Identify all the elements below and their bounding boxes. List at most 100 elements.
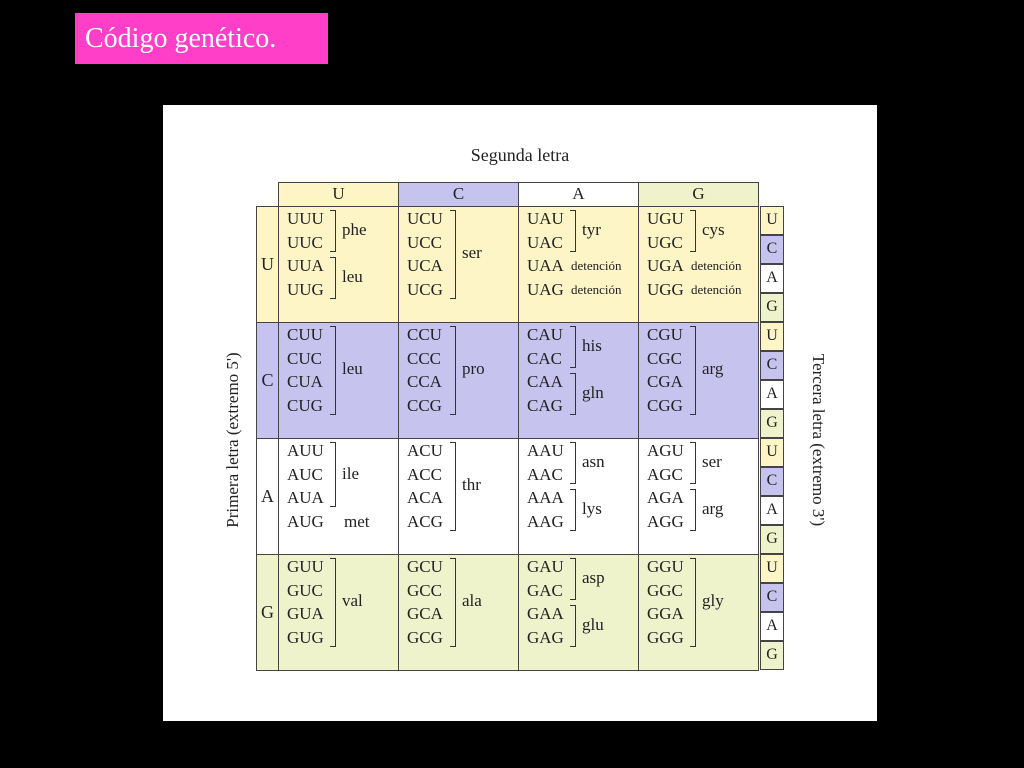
amino-acid-label: met bbox=[344, 511, 370, 531]
codon-ugc: UGC bbox=[647, 232, 683, 252]
codon-agu: AGU bbox=[647, 441, 684, 460]
codon-aac: AAC bbox=[527, 464, 563, 484]
codon-cgg: CGG bbox=[647, 395, 683, 415]
codon-ccg: CCG bbox=[407, 395, 442, 415]
amino-acid-label: his bbox=[582, 335, 602, 355]
codon-guu: GUU bbox=[287, 557, 324, 576]
codon-block-ag bbox=[638, 438, 759, 555]
amino-acid-label: asp bbox=[582, 567, 605, 587]
codon-group-bracket bbox=[450, 558, 456, 647]
codon-block-gg bbox=[638, 554, 759, 671]
codon-block-gu bbox=[278, 554, 399, 671]
codon-agc: AGC bbox=[647, 464, 683, 484]
codon-group-bracket bbox=[330, 326, 336, 415]
codon-ggg: GGG bbox=[647, 627, 684, 647]
codon-group-bracket bbox=[570, 442, 576, 484]
second-letter-label: Segunda letra bbox=[470, 145, 570, 165]
codon-group-bracket bbox=[570, 326, 576, 368]
codon-ccu: CCU bbox=[407, 325, 442, 344]
amino-acid-label: lys bbox=[582, 498, 602, 518]
codon-gag: GAG bbox=[527, 627, 564, 647]
third-letter-c-g: G bbox=[760, 409, 784, 438]
codon-block-ug bbox=[638, 206, 759, 323]
row-label-u: U bbox=[256, 206, 279, 323]
amino-acid-label: leu bbox=[342, 266, 363, 286]
codon-cgc: CGC bbox=[647, 348, 682, 368]
codon-uac: UAC bbox=[527, 232, 563, 252]
third-letter-a-a: A bbox=[760, 496, 784, 525]
codon-block-cu bbox=[278, 322, 399, 439]
codon-caa: CAA bbox=[527, 372, 563, 391]
codon-block-uc bbox=[398, 206, 519, 323]
third-letter-u-u: U bbox=[760, 206, 784, 235]
codon-aag: AAG bbox=[527, 511, 564, 531]
codon-cca: CCA bbox=[407, 372, 442, 391]
codon-gug: GUG bbox=[287, 627, 324, 647]
third-letter-c-u: U bbox=[760, 322, 784, 351]
column-header-c: C bbox=[398, 182, 519, 207]
codon-cac: CAC bbox=[527, 348, 562, 368]
third-letter-c-c: C bbox=[760, 351, 784, 380]
codon-gca: GCA bbox=[407, 604, 443, 623]
codon-group-bracket bbox=[570, 605, 576, 647]
codon-gcg: GCG bbox=[407, 627, 443, 647]
amino-acid-label: gly bbox=[702, 591, 724, 611]
codon-aau: AAU bbox=[527, 441, 564, 460]
third-letter-g-c: C bbox=[760, 583, 784, 612]
codon-uua: UUA bbox=[287, 256, 324, 275]
codon-group-bracket bbox=[690, 442, 696, 484]
codon-uug: UUG bbox=[287, 279, 324, 299]
third-letter-a-u: U bbox=[760, 438, 784, 467]
third-letter-u-g: G bbox=[760, 293, 784, 322]
codon-ucg: UCG bbox=[407, 279, 443, 299]
codon-ccc: CCC bbox=[407, 348, 442, 368]
amino-acid-label: detención bbox=[691, 258, 742, 273]
codon-gcu: GCU bbox=[407, 557, 443, 576]
third-letter-g-g: G bbox=[760, 641, 784, 670]
amino-acid-label: arg bbox=[702, 359, 724, 379]
codon-group-bracket bbox=[330, 442, 336, 507]
amino-acid-label: ser bbox=[462, 243, 482, 263]
codon-gga: GGA bbox=[647, 604, 684, 623]
row-label-a: A bbox=[256, 438, 279, 555]
codon-uuc: UUC bbox=[287, 232, 323, 252]
codon-auu: AUU bbox=[287, 441, 324, 460]
third-letter-g-u: U bbox=[760, 554, 784, 583]
codon-group-bracket bbox=[570, 210, 576, 252]
codon-cug: CUG bbox=[287, 395, 323, 415]
codon-aca: ACA bbox=[407, 488, 443, 507]
third-letter-u-c: C bbox=[760, 235, 784, 264]
third-letter-label: Tercera letra (extremo 3') bbox=[809, 353, 828, 527]
codon-group-bracket bbox=[450, 326, 456, 415]
codon-acg: ACG bbox=[407, 511, 443, 531]
codon-aaa: AAA bbox=[527, 488, 564, 507]
amino-acid-label: ala bbox=[462, 591, 482, 611]
codon-group-bracket bbox=[690, 210, 696, 252]
codon-group-bracket bbox=[570, 373, 576, 415]
codon-uaa: UAA bbox=[527, 256, 564, 275]
amino-acid-label: gln bbox=[582, 382, 604, 402]
codon-group-bracket bbox=[570, 489, 576, 531]
codon-auc: AUC bbox=[287, 464, 323, 484]
codon-group-bracket bbox=[330, 210, 336, 252]
first-letter-label: Primera letra (extremo 5') bbox=[223, 352, 242, 528]
third-letter-g-a: A bbox=[760, 612, 784, 641]
codon-group-bracket bbox=[690, 558, 696, 647]
third-letter-u-a: A bbox=[760, 264, 784, 293]
amino-acid-label: pro bbox=[462, 359, 485, 379]
codon-block-uu bbox=[278, 206, 399, 323]
codon-ggu: GGU bbox=[647, 557, 684, 576]
codon-gac: GAC bbox=[527, 580, 563, 600]
amino-acid-label: arg bbox=[702, 498, 724, 518]
codon-uag: UAG bbox=[527, 279, 564, 299]
codon-aug: AUG bbox=[287, 511, 324, 531]
row-label-c: C bbox=[256, 322, 279, 439]
codon-block-au bbox=[278, 438, 399, 555]
codon-cuu: CUU bbox=[287, 325, 323, 344]
third-letter-a-c: C bbox=[760, 467, 784, 496]
codon-group-bracket bbox=[690, 489, 696, 531]
amino-acid-label: ser bbox=[702, 451, 722, 471]
third-letter-a-g: G bbox=[760, 525, 784, 554]
codon-acu: ACU bbox=[407, 441, 443, 460]
codon-uuu: UUU bbox=[287, 209, 324, 228]
